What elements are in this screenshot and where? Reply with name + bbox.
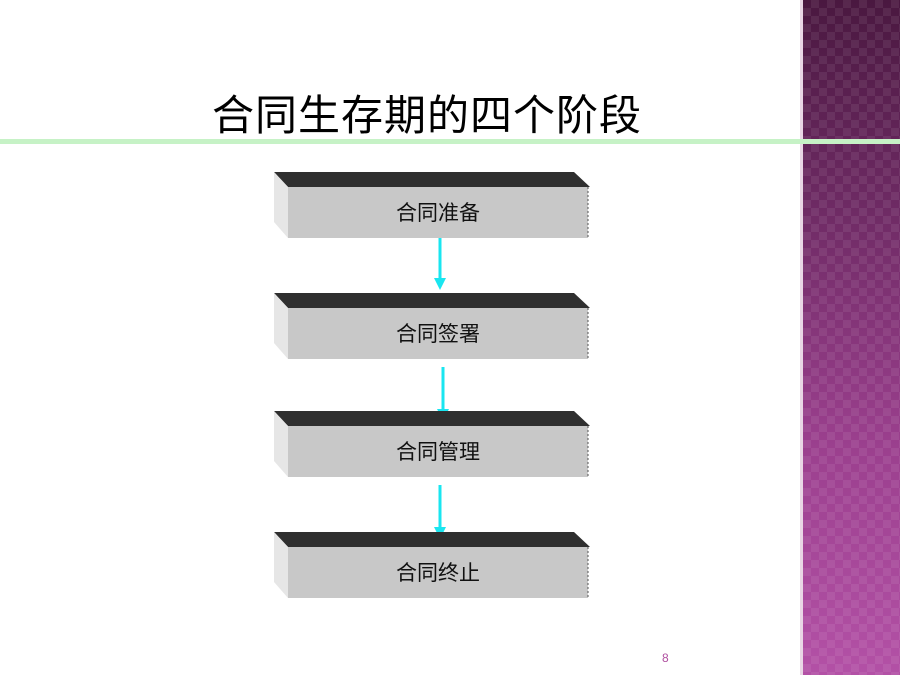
flow-step-3: 合同管理	[272, 409, 590, 479]
box-shape	[274, 532, 590, 598]
decorative-side-band	[803, 0, 900, 675]
title-underline	[0, 139, 900, 144]
box-shape	[274, 411, 590, 477]
page-number: 8	[662, 651, 669, 665]
flow-step-4: 合同终止	[272, 530, 590, 600]
flow-step-label: 合同终止	[396, 561, 480, 585]
slide-title: 合同生存期的四个阶段	[212, 91, 643, 140]
box-shape	[274, 172, 590, 238]
flow-step-1: 合同准备	[272, 170, 590, 240]
flow-step-label: 合同管理	[396, 440, 480, 464]
box-shape	[274, 293, 590, 359]
flow-step-label: 合同准备	[396, 201, 480, 225]
flow-step-label: 合同签署	[396, 322, 480, 346]
flow-step-2: 合同签署	[272, 291, 590, 361]
down-arrow-icon	[434, 238, 446, 290]
side-band-edge	[800, 0, 803, 675]
